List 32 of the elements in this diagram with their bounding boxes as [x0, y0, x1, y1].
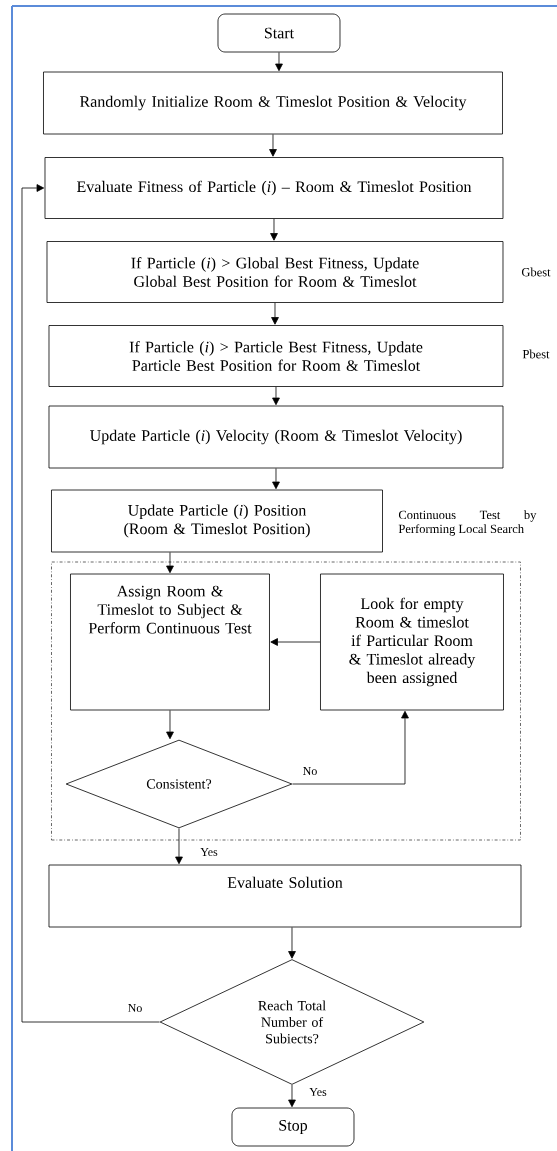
arrow	[175, 828, 183, 865]
side-label: Pbest	[522, 349, 550, 359]
arrow	[288, 1084, 296, 1108]
process-box: Evaluate Fitness of Particle (i) – Room & Timeslot Position	[44, 157, 504, 219]
side-label: Gbest	[521, 267, 551, 277]
arrow	[292, 710, 409, 785]
terminal-box: Start	[217, 13, 341, 53]
arrow	[270, 218, 278, 241]
edge-label: No	[126, 1003, 144, 1013]
edge-label: Yes	[199, 847, 219, 857]
arrow	[166, 710, 174, 740]
arrow	[288, 927, 296, 959]
arrow	[271, 302, 279, 325]
arrow	[21, 184, 160, 1023]
arrow	[270, 638, 321, 646]
terminal-box: Stop	[231, 1107, 355, 1147]
process-box: Update Particle (i) Position (Room & Timeslot Position)	[51, 489, 383, 553]
arrow	[272, 468, 280, 490]
process-box: If Particle (i) > Particle Best Fitness, Update Particle Best Position for Room & Timeslot	[48, 325, 504, 387]
process-box: Randomly Initialize Room & Timeslot Position & Velocity	[43, 71, 503, 135]
process-box: Evaluate Solution	[48, 864, 522, 928]
process-box: Look for empty Room & timeslot if Particular Room & Timeslot already been assigned	[320, 573, 504, 711]
arrow	[166, 552, 174, 574]
arrow	[269, 134, 277, 157]
arrow	[275, 52, 283, 72]
process-box: If Particle (i) > Global Best Fitness, Update Global Best Position for Room & Timeslot	[46, 241, 504, 303]
process-box: Assign Room & Timeslot to Subject & Perform Continuous Test	[70, 573, 270, 711]
edge-label: Yes	[308, 1087, 328, 1097]
node-label: Continuous Test by Performing Local Search	[398, 510, 537, 536]
arrow	[272, 386, 280, 406]
process-box: Update Particle (i) Velocity (Room & Timeslot Velocity)	[48, 405, 504, 469]
edge-label: No	[301, 766, 319, 776]
